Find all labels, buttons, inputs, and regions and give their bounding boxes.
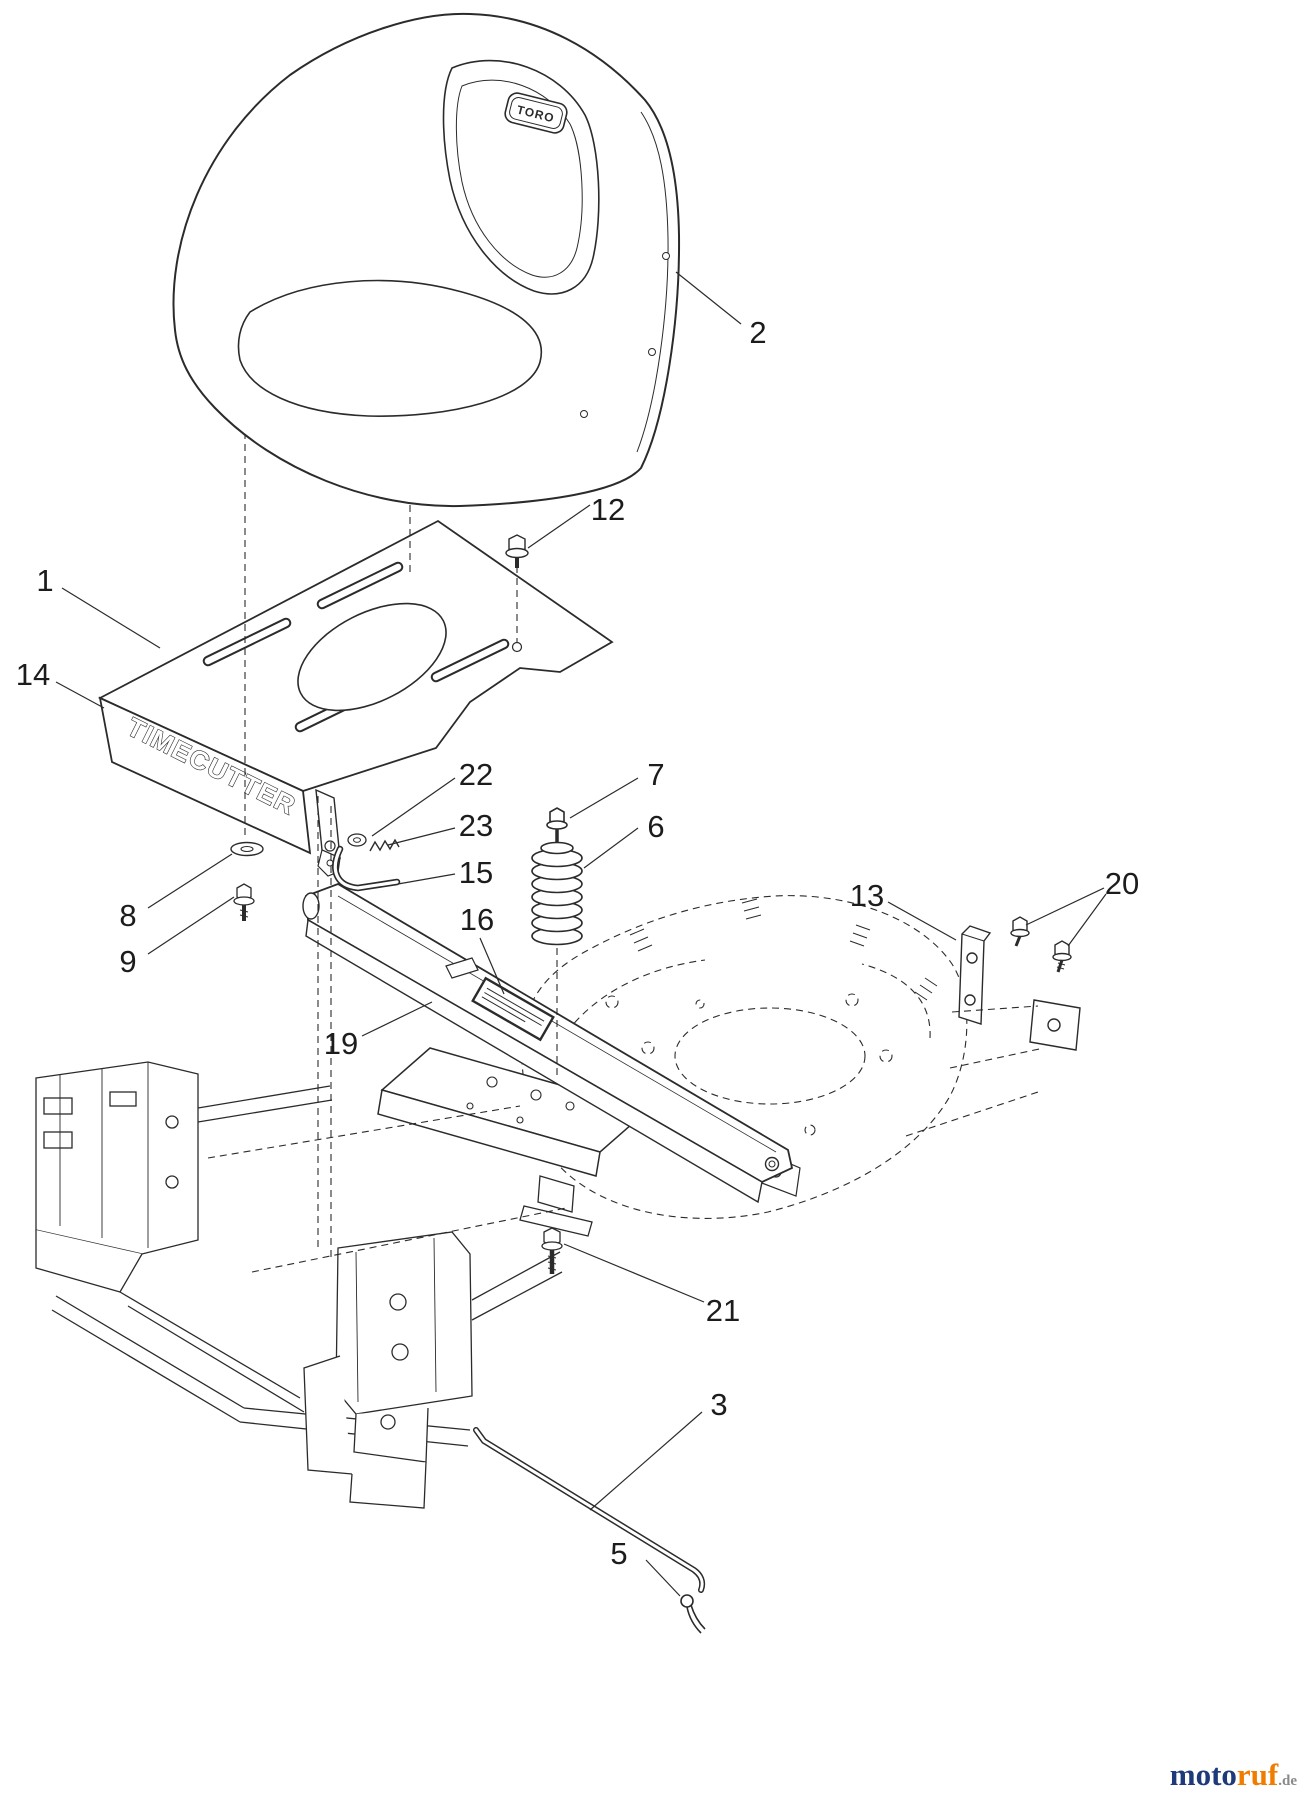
callout-2: 2 <box>749 315 766 350</box>
callout-6: 6 <box>647 809 664 844</box>
leader-9 <box>147 896 235 955</box>
callout-5: 5 <box>610 1536 627 1571</box>
callout-12: 12 <box>591 492 625 527</box>
callout-7: 7 <box>647 757 664 792</box>
callout-9: 9 <box>119 944 136 979</box>
callout-14: 14 <box>16 657 50 692</box>
callout-23: 23 <box>459 808 493 843</box>
leader-1 <box>61 587 161 649</box>
alignment-dashed-lines <box>207 432 1045 1273</box>
grip-tape-marks <box>629 898 938 1001</box>
leader-22 <box>371 777 456 837</box>
washer-8 <box>230 841 264 857</box>
leader-16 <box>479 937 505 995</box>
leader-21 <box>563 1243 705 1303</box>
seat-stop-bracket <box>958 916 1081 1051</box>
leader-12 <box>527 504 591 549</box>
leader-5 <box>645 1559 681 1597</box>
leader-19 <box>361 1001 433 1037</box>
flange-bolt-20a <box>1010 916 1030 947</box>
leader-2 <box>675 271 742 325</box>
leader-6 <box>583 827 639 869</box>
watermark-de: .de <box>1278 1773 1297 1789</box>
callouts: 1 2 3 5 6 7 8 9 12 13 14 15 16 19 20 21 … <box>16 315 1139 1571</box>
chassis-frame-left <box>35 1061 563 1509</box>
seat-pivot-rod <box>473 1427 706 1593</box>
callout-21: 21 <box>706 1293 740 1328</box>
flange-bolt-7 <box>546 807 568 842</box>
seat: TORO <box>172 12 681 508</box>
leader-7 <box>569 777 639 819</box>
flange-bolt-12 <box>505 534 529 568</box>
hex-bolt-21 <box>541 1227 563 1274</box>
leader-20a <box>1025 887 1105 926</box>
callout-20: 20 <box>1105 866 1139 901</box>
seat-spring <box>531 807 583 946</box>
callout-22: 22 <box>459 757 493 792</box>
seat-plate: TIMECUTTER <box>97 519 614 877</box>
leader-8 <box>147 853 233 909</box>
cotter-pin <box>680 1594 706 1634</box>
motoruf-watermark: motoruf.de <box>1170 1759 1297 1790</box>
watermark-moto: moto <box>1169 1757 1237 1792</box>
flange-bolt-20b <box>1052 940 1072 973</box>
callout-19: 19 <box>324 1026 358 1061</box>
spring-clip-23 <box>369 838 400 852</box>
screw-9 <box>233 883 255 921</box>
latch-rod-15 <box>332 845 401 892</box>
callout-15: 15 <box>459 855 493 890</box>
callout-1: 1 <box>36 563 53 598</box>
leader-23 <box>387 827 456 846</box>
toro-badge: TORO <box>504 92 568 134</box>
watermark-ruf: ruf <box>1236 1757 1279 1792</box>
callout-13: 13 <box>850 878 884 913</box>
small-hardware <box>230 534 529 921</box>
leader-13 <box>887 901 957 941</box>
callout-3: 3 <box>710 1387 727 1422</box>
callout-8: 8 <box>119 898 136 933</box>
leader-14 <box>55 681 105 709</box>
service-label-16 <box>471 976 555 1042</box>
leader-3 <box>589 1411 703 1511</box>
callout-16: 16 <box>460 902 494 937</box>
washer-22 <box>347 833 367 847</box>
leader-20b <box>1067 893 1107 947</box>
seat-support-arm <box>302 883 794 1274</box>
leader-lines <box>55 271 1107 1597</box>
leader-15 <box>397 873 456 885</box>
